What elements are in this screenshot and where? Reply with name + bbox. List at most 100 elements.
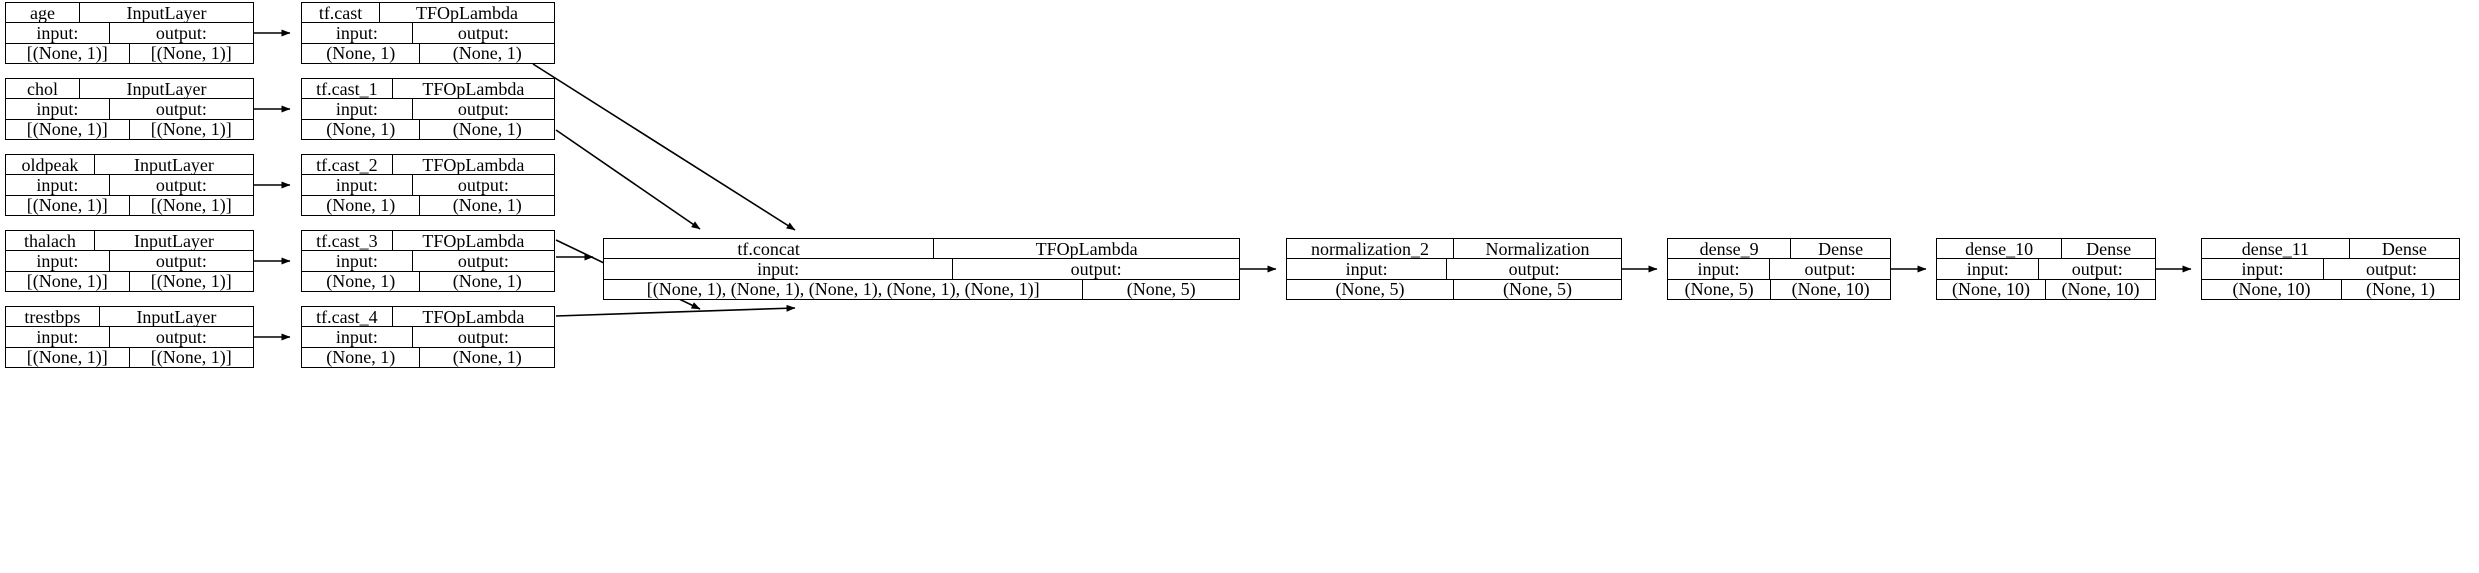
node-input-label-thalach: input:: [6, 251, 110, 271]
node-input-label-tf_cast_2: input:: [302, 175, 413, 195]
node-input-shape-tf_cast_2: (None, 1): [302, 195, 421, 215]
node-output-label-tf_cast_3: output:: [457, 251, 509, 271]
node-input-label-tf_cast_4: input:: [302, 327, 413, 347]
node-class-tf_cast_3: TFOpLambda: [422, 231, 525, 251]
node-input-shape-thalach: [(None, 1)]: [6, 271, 130, 291]
node-input-label-tf_cast_3: input:: [302, 251, 413, 271]
node-class-tf_concat: TFOpLambda: [1035, 239, 1138, 259]
node-output-shape-tf_cast: (None, 1): [452, 43, 522, 63]
node-input-shape-dense_11: (None, 10): [2202, 279, 2343, 299]
node-name-normalization_2: normalization_2: [1287, 239, 1454, 259]
node-shape-row: (None, 5)(None, 5): [1287, 279, 1621, 299]
graph-edge-tf_cast_1-to-tf_concat: [555, 129, 701, 230]
node-input-label-tf_cast: input:: [302, 23, 413, 43]
node-output-shape-dense_11: (None, 1): [2366, 279, 2436, 299]
node-class-dense_11: Dense: [2381, 239, 2427, 259]
node-output-shape-chol: [(None, 1)]: [150, 119, 232, 139]
node-input-shape-trestbps: [(None, 1)]: [6, 347, 130, 367]
graph-edge-tf_cast-to-tf_concat: [532, 63, 796, 231]
node-shape-row: [(None, 1)] [(None, 1)]: [6, 119, 253, 139]
node-input-shape-tf_cast_1: (None, 1): [302, 119, 421, 139]
node-class-dense_9: Dense: [1818, 239, 1864, 259]
node-output-label-tf_cast_2: output:: [457, 175, 509, 195]
node-name-tf_cast_4: tf.cast_4: [302, 307, 393, 327]
node-name-tf_cast: tf.cast: [302, 3, 381, 23]
node-output-shape-normalization_2: (None, 5): [1503, 279, 1572, 299]
node-input-label-oldpeak: input:: [6, 175, 110, 195]
node-class-oldpeak: InputLayer: [133, 155, 214, 175]
node-input-label-chol: input:: [6, 99, 110, 119]
node-title-row: tf.cast TFOpLambda: [302, 3, 554, 24]
node-output-label-oldpeak: output:: [155, 175, 207, 195]
node-output-label-dense_9: output:: [1804, 259, 1856, 279]
node-io-row: input:output:: [6, 327, 253, 348]
node-name-chol: chol: [6, 79, 81, 99]
node-input-label-age: input:: [6, 23, 110, 43]
node-input-shape-dense_9: (None, 5): [1668, 279, 1772, 299]
node-io-row: input: output:: [302, 251, 554, 272]
node-shape-row: [(None, 1)][(None, 1)]: [6, 347, 253, 367]
node-input-shape-chol: [(None, 1)]: [6, 119, 130, 139]
node-input-shape-tf_cast: (None, 1): [302, 43, 421, 63]
node-output-label-normalization_2: output:: [1508, 259, 1560, 279]
node-name-oldpeak: oldpeak: [6, 155, 95, 175]
node-io-row: input:output:: [6, 251, 253, 272]
node-output-label-dense_10: output:: [2071, 259, 2123, 279]
graph-node-oldpeak[interactable]: oldpeak InputLayer input: output:[(None, 1)…: [5, 154, 254, 216]
node-input-label-normalization_2: input:: [1287, 259, 1448, 279]
node-class-tf_cast_2: TFOpLambda: [422, 155, 525, 175]
node-class-tf_cast_4: TFOpLambda: [422, 307, 525, 327]
node-class-dense_10: Dense: [2086, 239, 2132, 259]
node-shape-row: [(None, 1)] [(None, 1)]: [6, 271, 253, 291]
node-io-row: input:output:: [6, 99, 253, 120]
node-input-shape-tf_cast_3: (None, 1): [302, 271, 421, 291]
node-title-row: tf.cast_4 TFOpLambda: [302, 307, 554, 328]
node-io-row: input:output:: [302, 23, 554, 44]
node-output-shape-tf_concat: (None, 5): [1126, 279, 1196, 299]
node-shape-row: (None, 1) (None, 1): [302, 271, 554, 291]
node-output-shape-tf_cast_3: (None, 1): [452, 271, 522, 291]
node-input-label-tf_cast_1: input:: [302, 99, 413, 119]
node-input-label-tf_concat: input:: [604, 259, 954, 279]
node-shape-row: (None, 10) (None, 1): [2202, 279, 2459, 299]
node-output-shape-oldpeak: [(None, 1)]: [150, 195, 232, 215]
node-output-shape-thalach: [(None, 1)]: [150, 271, 232, 291]
node-class-tf_cast: TFOpLambda: [416, 3, 519, 23]
node-output-shape-tf_cast_1: (None, 1): [452, 119, 522, 139]
node-output-label-dense_11: output:: [2366, 259, 2418, 279]
node-class-tf_cast_1: TFOpLambda: [422, 79, 525, 99]
node-shape-row: (None, 1)(None, 1): [302, 347, 554, 367]
node-io-row: input:output:: [302, 327, 554, 348]
node-output-label-tf_concat: output:: [1070, 259, 1122, 279]
node-output-shape-tf_cast_2: (None, 1): [452, 195, 522, 215]
node-name-age: age: [6, 3, 81, 23]
node-output-shape-dense_9: (None, 10): [1791, 279, 1870, 299]
node-name-tf_concat: tf.concat: [604, 239, 935, 259]
node-class-trestbps: InputLayer: [136, 307, 217, 327]
node-output-shape-tf_cast_4: (None, 1): [452, 347, 522, 367]
node-io-row: input: output:: [302, 175, 554, 196]
node-shape-row: [(None, 1)][(None, 1)]: [6, 43, 253, 63]
